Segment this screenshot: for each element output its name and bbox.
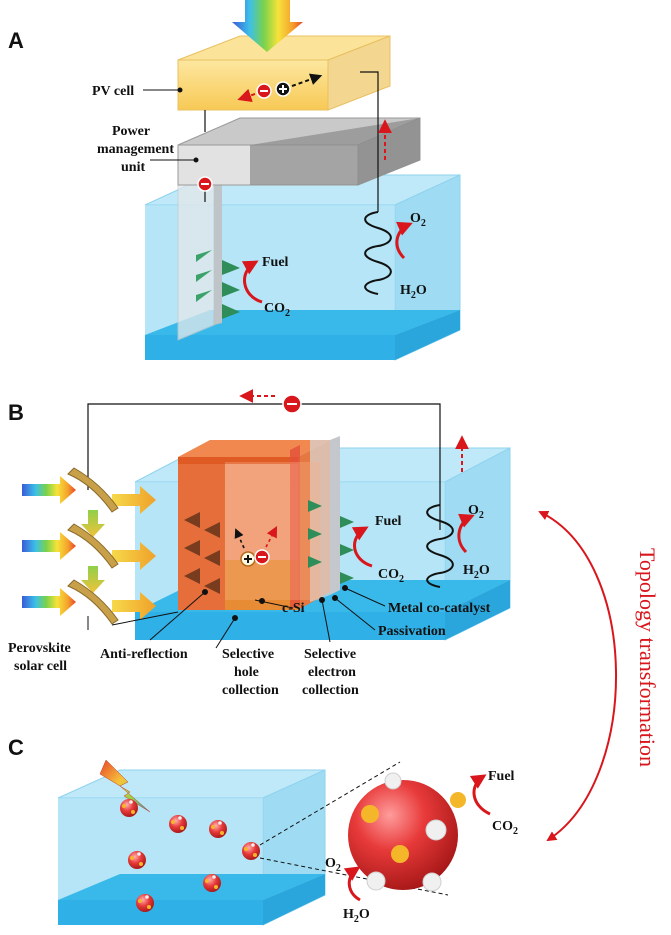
panel-a: A — [8, 0, 461, 361]
nanoparticle-7 — [136, 894, 154, 912]
charge-pair-a — [237, 73, 323, 103]
nanoparticles — [120, 799, 260, 912]
h2o-label-a: H2O — [400, 283, 427, 301]
power-management-unit — [177, 117, 421, 186]
co2-label-c: CO2 — [492, 819, 518, 837]
h2o-label-c: H2O — [343, 907, 370, 925]
nanoparticle-1 — [120, 799, 138, 817]
charge-pair-b — [234, 526, 278, 567]
pmu-label-line2: management — [97, 142, 174, 157]
h2o-o2-arrow-b — [457, 513, 475, 554]
h2o-o2-arrow-c — [343, 866, 361, 902]
texture-pyramids — [184, 512, 220, 594]
topology-label: Topology transformation — [635, 548, 660, 767]
panel-b: B — [8, 389, 511, 698]
electron-badge-a — [197, 176, 213, 192]
electron-label-line2: electron — [308, 665, 356, 680]
co2-label-a: CO2 — [264, 301, 290, 319]
panel-c-letter: C — [8, 735, 24, 760]
sunlight-arrows-b — [22, 476, 156, 620]
circuit-wire-b — [87, 403, 441, 530]
perovskite-label-line2: solar cell — [14, 659, 67, 674]
hole-label-line1: Selective — [222, 647, 274, 662]
metal-co-catalyst-label: Metal co-catalyst — [388, 601, 491, 616]
si-photoelectrode — [178, 436, 340, 610]
nanoparticle-3 — [209, 820, 227, 838]
perovskite-cells — [67, 467, 119, 625]
pv-cell-label: PV cell — [92, 84, 134, 99]
o2-label-c: O2 — [325, 856, 341, 874]
fuel-label-c: Fuel — [488, 769, 515, 784]
electron-badge-b — [282, 394, 302, 414]
coil-electrode-a — [364, 211, 392, 295]
coil-electrode-b — [426, 504, 454, 588]
co2-label-b: CO2 — [378, 567, 404, 585]
nanoparticle-6 — [203, 874, 221, 892]
nanoparticle-5 — [242, 842, 260, 860]
o2-label-b: O2 — [468, 503, 484, 521]
nanoparticle-2 — [169, 815, 187, 833]
zoom-lines — [259, 761, 449, 896]
pmu-label-line3: unit — [121, 160, 145, 175]
fuel-label-b: Fuel — [375, 514, 402, 529]
panel-a-letter: A — [8, 28, 24, 53]
passivation-label: Passivation — [378, 624, 446, 639]
co2-fuel-arrow-b — [351, 526, 373, 568]
h2o-o2-arrow-a — [395, 221, 413, 260]
o2-label-a: O2 — [410, 211, 426, 229]
hole-label-line3: collection — [222, 683, 279, 698]
callout-lines-b — [149, 585, 386, 649]
pv-cell-a — [177, 35, 391, 111]
perovskite-label-line1: Perovskite — [8, 641, 71, 656]
fuel-label-a: Fuel — [262, 255, 289, 270]
nanoparticle-4 — [128, 851, 146, 869]
h2o-label-b: H2O — [463, 563, 490, 581]
electron-label-line1: Selective — [304, 647, 356, 662]
topology-transformation: Topology transformation — [538, 510, 660, 842]
photoelectrode-a — [177, 166, 240, 341]
co2-fuel-arrow-c — [469, 774, 491, 816]
co-catalyst-pyramids — [308, 500, 354, 584]
co2-fuel-arrow-a — [241, 260, 263, 304]
topology-arrow — [538, 510, 617, 842]
zoomed-nanoparticle — [348, 772, 466, 892]
hole-label-line2: hole — [234, 665, 259, 680]
pmu-label-line1: Power — [112, 124, 150, 139]
anti-reflection-label: Anti-reflection — [100, 647, 188, 662]
panel-c: C — [8, 735, 518, 926]
sunlight-arrow-a — [232, 0, 303, 52]
c-si-label: c-Si — [282, 601, 305, 616]
tank-c — [57, 769, 326, 926]
electron-label-line3: collection — [302, 683, 359, 698]
panel-b-letter: B — [8, 400, 24, 425]
